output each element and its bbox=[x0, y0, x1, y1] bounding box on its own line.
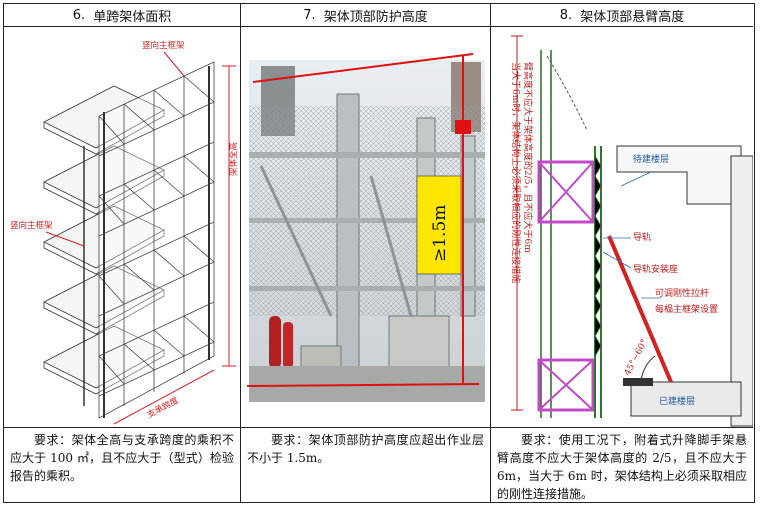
annotation-full-height: 架体全高 bbox=[228, 142, 239, 176]
annotation-vertical-frame-left: 竖向主框架 bbox=[10, 220, 53, 231]
column-6: 6. 单跨架体面积 bbox=[4, 4, 241, 502]
annotation-span: 支承跨度 bbox=[145, 395, 181, 421]
frame-isometric-illustration: 竖向主框架 竖向主框架 架体全高 支承跨度 bbox=[10, 40, 239, 425]
column-6-header: 6. 单跨架体面积 bbox=[4, 4, 240, 27]
label-each-frame: 每榀主框架设置 bbox=[655, 303, 718, 315]
label-built-floor: 已建楼层 bbox=[659, 395, 695, 407]
requirements-table: 6. 单跨架体面积 bbox=[3, 3, 755, 503]
column-7-header: 7. 架体顶部防护高度 bbox=[241, 4, 490, 27]
column-8-requirement: 要求：使用工况下，附着式升降脚手架悬臂高度不应大于架体高度的 2/5，且不应大于… bbox=[497, 433, 747, 501]
column-7-number: 7. bbox=[303, 7, 316, 23]
column-6-number: 6. bbox=[72, 7, 86, 23]
annotation-vertical-frame-top: 竖向主框架 bbox=[142, 40, 185, 51]
label-adjustable-rod: 可调刚性拉杆 bbox=[655, 287, 709, 299]
scaffold-photo-illustration: ≥1.5m bbox=[246, 53, 485, 402]
label-guide-rail: 导轨 bbox=[633, 231, 651, 243]
column-8-title: 架体顶部悬臂高度 bbox=[580, 9, 685, 25]
label-floor-to-build: 待建楼层 bbox=[633, 153, 669, 165]
column-7-title: 架体顶部防护高度 bbox=[323, 9, 428, 25]
label-angle: 45°~60° bbox=[623, 338, 650, 378]
vertical-note-2: 当大于6m时，架体结构上必须采取相应的刚性连接措施 bbox=[510, 62, 522, 283]
column-8: 8. 架体顶部悬臂高度 臂高度不应大于架体高度的2/5，且不应大于6m 当大于6… bbox=[491, 4, 753, 502]
vertical-note-1: 臂高度不应大于架体高度的2/5，且不应大于6m bbox=[522, 62, 534, 253]
column-7-requirement: 要求：架体顶部防护高度应超出作业层不小于 1.5m。 bbox=[247, 433, 484, 465]
column-8-number: 8. bbox=[559, 7, 573, 23]
top-protection-photo: ≥1.5m bbox=[241, 26, 490, 428]
single-span-frame-drawing: 竖向主框架 竖向主框架 架体全高 支承跨度 bbox=[4, 26, 240, 428]
column-6-requirement: 要求：架体全高与支承跨度的乘积不应大于 100 ㎡，且不应大于（型式）检验报告的… bbox=[10, 433, 234, 483]
column-8-header: 8. 架体顶部悬臂高度 bbox=[491, 4, 753, 27]
column-6-title: 单跨架体面积 bbox=[93, 9, 172, 25]
cantilever-height-drawing: 臂高度不应大于架体高度的2/5，且不应大于6m 当大于6m时，架体结构上必须采取… bbox=[491, 26, 753, 428]
protection-height-label: ≥1.5m bbox=[430, 205, 450, 262]
column-7: 7. 架体顶部防护高度 bbox=[241, 4, 491, 502]
cantilever-section-diagram: 臂高度不应大于架体高度的2/5，且不应大于6m 当大于6m时，架体结构上必须采取… bbox=[510, 35, 753, 427]
label-rail-seat: 导轨安装座 bbox=[633, 263, 678, 275]
